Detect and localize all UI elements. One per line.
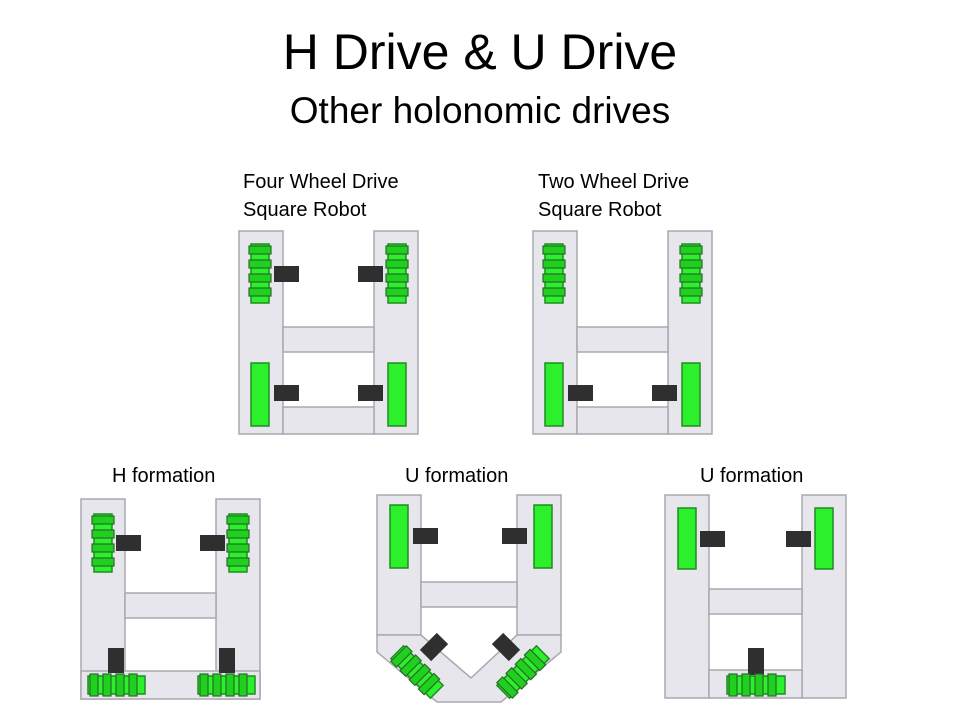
omni-wheel <box>495 644 551 700</box>
omni-wheel <box>385 243 409 304</box>
slide-subtitle: Other holonomic drives <box>289 90 671 131</box>
four-wheel-square-robot-label: Square Robot <box>243 199 367 221</box>
cross-beam <box>576 406 669 435</box>
drive-wheel <box>387 362 407 427</box>
four-wheel-drive-label: Four Wheel Drive <box>243 171 399 193</box>
cross-beam <box>282 406 375 435</box>
two-wheel-drive-robot-diagram <box>532 230 713 435</box>
two-wheel-drive-label: Two Wheel Drive <box>538 171 690 193</box>
u-formation-label-1: U formation <box>405 465 509 487</box>
motor <box>491 632 521 662</box>
u-formation-angled-diagram <box>376 494 562 703</box>
drive-wheel <box>814 507 834 570</box>
motor <box>274 266 299 282</box>
motor <box>219 648 235 673</box>
cross-beam <box>124 592 217 619</box>
motor <box>358 266 383 282</box>
cross-beam <box>282 326 375 353</box>
u-formation-center-wheel-diagram <box>664 494 847 699</box>
omni-wheel <box>389 644 445 700</box>
omni-wheel <box>248 243 272 304</box>
omni-wheel <box>542 243 566 304</box>
omni-wheel <box>726 673 786 697</box>
drive-wheel <box>533 504 553 569</box>
motor <box>502 528 527 544</box>
drive-wheel <box>677 507 697 570</box>
h-formation-diagram <box>80 498 261 700</box>
drive-wheel <box>250 362 270 427</box>
h-formation-label: H formation <box>112 465 216 487</box>
motor <box>652 385 677 401</box>
motor <box>358 385 383 401</box>
u-formation-label-2: U formation <box>700 465 804 487</box>
cross-beam <box>420 581 518 608</box>
omni-wheel <box>87 673 146 697</box>
motor <box>786 531 811 547</box>
motor <box>274 385 299 401</box>
motor <box>200 535 225 551</box>
omni-wheel <box>679 243 703 304</box>
omni-wheel <box>197 673 256 697</box>
motor <box>108 648 124 673</box>
motor <box>413 528 438 544</box>
cross-beam <box>708 588 803 615</box>
omni-wheel <box>226 513 250 573</box>
motor <box>700 531 725 547</box>
motor <box>568 385 593 401</box>
omni-wheel <box>91 513 115 573</box>
motor <box>419 632 449 662</box>
drive-wheel <box>681 362 701 427</box>
four-wheel-drive-robot-diagram <box>238 230 419 435</box>
motor <box>748 648 764 675</box>
cross-beam <box>576 326 669 353</box>
motor <box>116 535 141 551</box>
slide-title: H Drive & U Drive <box>282 24 678 80</box>
drive-wheel <box>389 504 409 569</box>
two-wheel-square-robot-label: Square Robot <box>538 199 662 221</box>
drive-wheel <box>544 362 564 427</box>
